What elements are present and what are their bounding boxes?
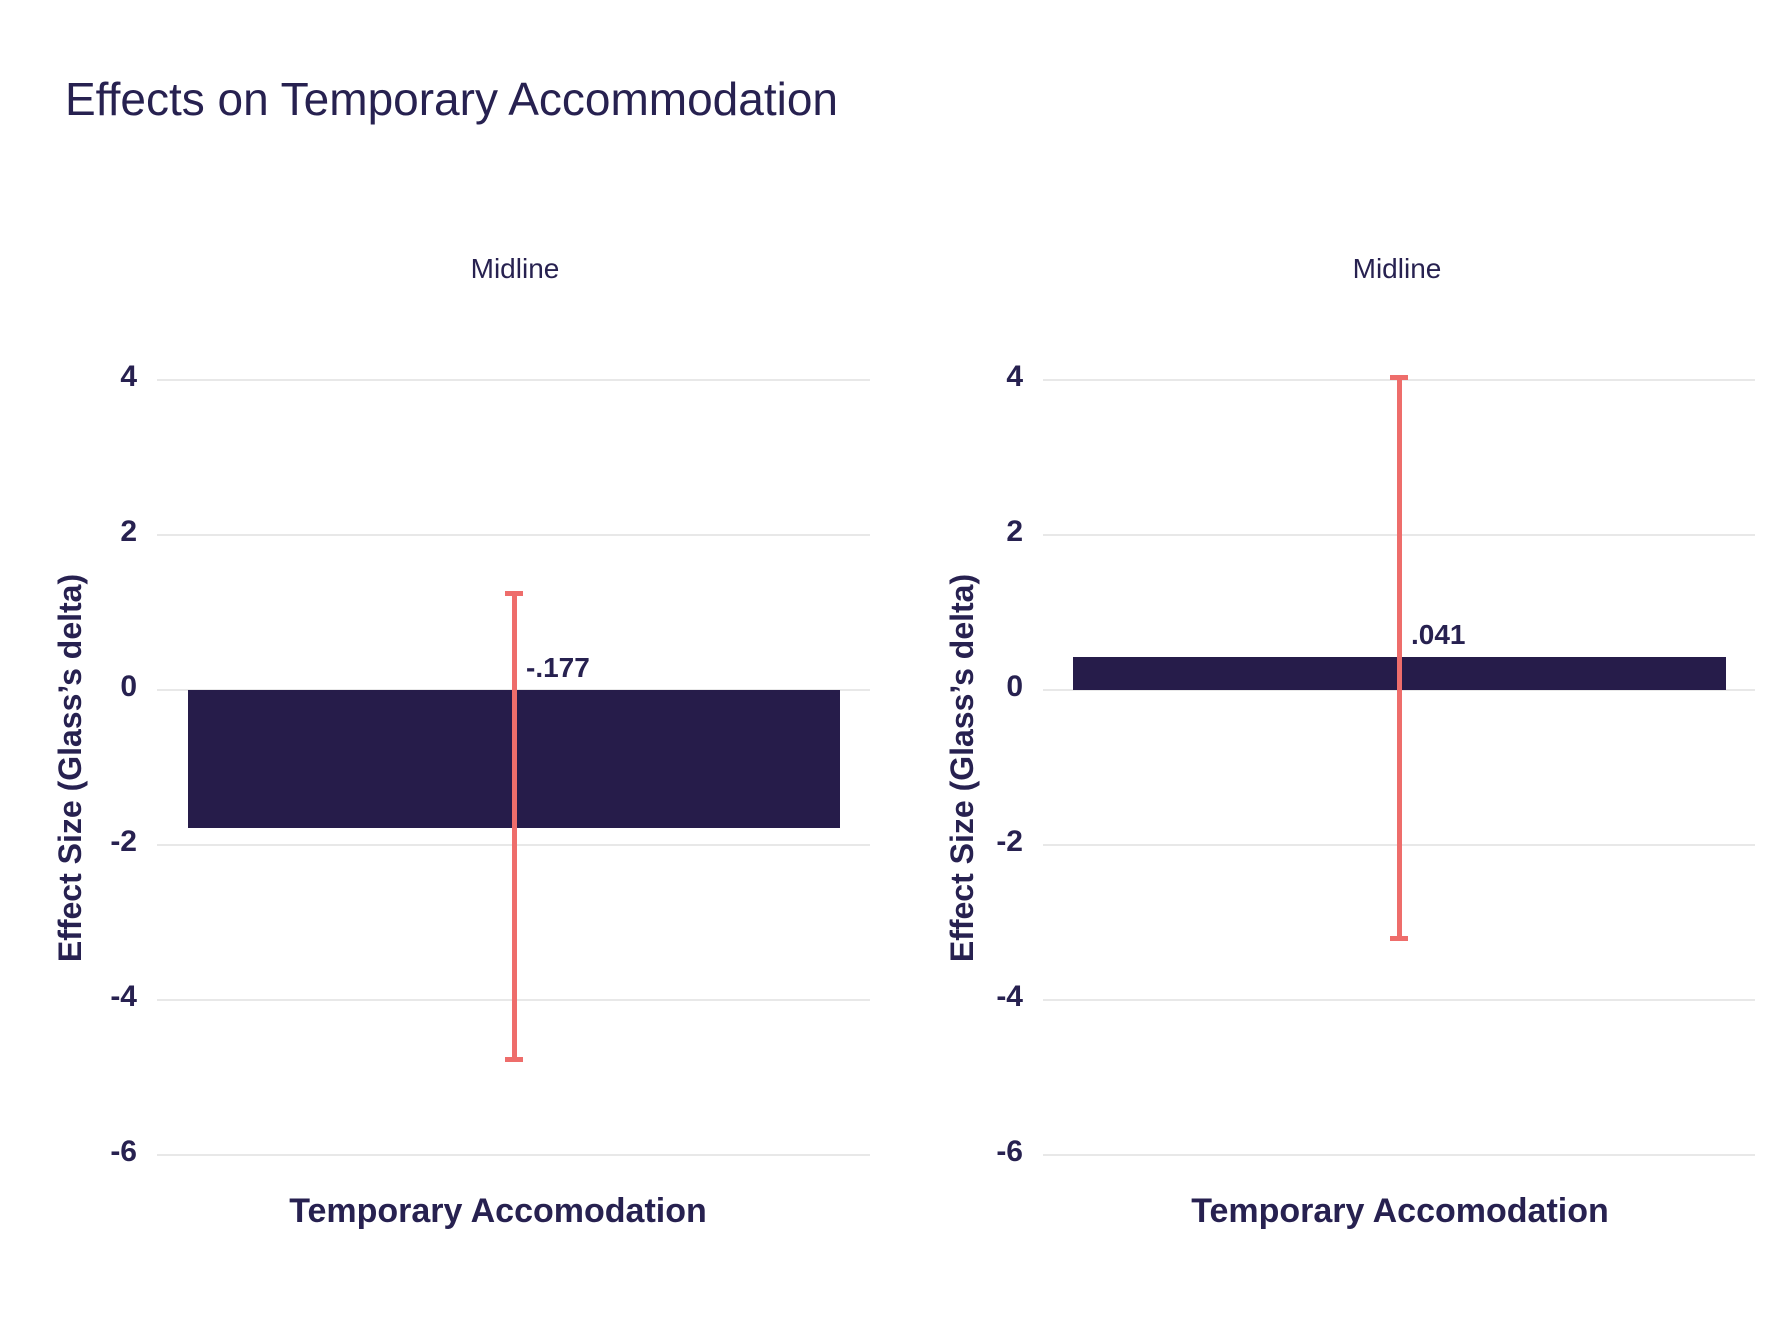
gridline <box>157 378 870 381</box>
error-bar-cap-bottom <box>1390 935 1408 941</box>
y-tick-label: 2 <box>120 514 137 548</box>
gridline <box>1043 999 1755 1002</box>
error-bar-cap-top <box>1390 374 1408 380</box>
y-tick-label: -2 <box>110 825 137 859</box>
y-tick-label: 2 <box>1006 514 1023 548</box>
y-tick-label: -4 <box>110 980 137 1014</box>
gridline <box>157 1154 870 1157</box>
x-axis-label: Temporary Accomodation <box>289 1192 707 1230</box>
chart-subtitle: Midline <box>470 253 560 284</box>
error-bar-cap-bottom <box>505 1056 523 1062</box>
y-tick-label: -6 <box>110 1135 137 1169</box>
y-tick-label: -6 <box>996 1135 1023 1169</box>
chart-subtitle: Midline <box>1352 253 1442 284</box>
y-tick-label: 0 <box>1006 670 1023 703</box>
y-tick-label: 0 <box>120 670 137 703</box>
y-axis-label: Effect Size (Glass’s delta) <box>944 573 980 963</box>
error-bar-cap-top <box>505 591 523 597</box>
y-tick-label: 4 <box>120 359 137 393</box>
gridline <box>157 533 870 536</box>
y-tick-label: -2 <box>996 825 1023 859</box>
error-bar-line <box>1397 375 1402 940</box>
x-axis-label: Temporary Accomodation <box>1191 1192 1609 1230</box>
page-title: Effects on Temporary Accommodation <box>65 73 839 125</box>
y-axis-label: Effect Size (Glass’s delta) <box>52 573 88 963</box>
bar-value-label: .041 <box>1411 619 1466 651</box>
gridline <box>1043 1154 1755 1157</box>
bar-value-label: -.177 <box>526 652 590 683</box>
y-tick-label: -4 <box>996 980 1023 1014</box>
error-bar-line <box>512 592 517 1061</box>
y-tick-label: 4 <box>1006 359 1023 393</box>
